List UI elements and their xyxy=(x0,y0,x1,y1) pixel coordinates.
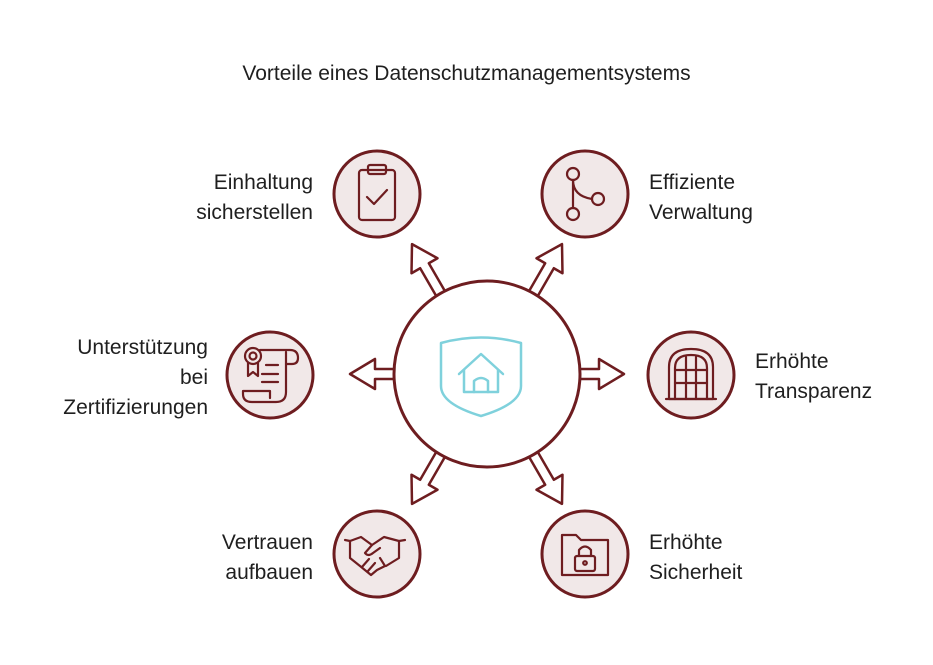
label-line: Erhöhte xyxy=(649,531,723,554)
label-transparency: Erhöhte Transparenz xyxy=(755,347,872,407)
arrow-down-left xyxy=(410,448,448,506)
certificate-scroll-icon xyxy=(241,346,300,404)
diagram-title: Vorteile eines Datenschutzmanagementsyst… xyxy=(242,62,691,85)
label-line: Transparenz xyxy=(755,380,873,403)
label-line: Effiziente xyxy=(649,171,735,194)
label-line: Erhöhte xyxy=(755,350,829,373)
label-line: Vertrauen xyxy=(221,531,313,554)
arrow-up-right xyxy=(526,242,564,300)
branch-icon xyxy=(565,166,606,222)
label-line: sicherstellen xyxy=(196,201,313,224)
arrow-down-right xyxy=(526,448,564,506)
compliance-circle xyxy=(332,149,422,239)
shield-home-icon xyxy=(439,336,523,418)
label-security: Erhöhte Sicherheit xyxy=(649,528,742,588)
center-circle xyxy=(392,279,582,469)
label-compliance: Einhaltung sicherstellen xyxy=(196,168,313,228)
label-line: Sicherheit xyxy=(649,561,743,584)
label-line: Einhaltung xyxy=(213,171,313,194)
window-icon xyxy=(664,347,718,401)
arrow-up-left xyxy=(410,242,448,300)
transparency-circle xyxy=(646,330,736,420)
label-efficiency: Effiziente Verwaltung xyxy=(649,168,753,228)
label-line: Verwaltung xyxy=(649,201,753,224)
label-line: aufbauen xyxy=(225,561,313,584)
folder-lock-icon xyxy=(560,533,610,577)
trust-circle xyxy=(332,509,422,599)
label-line: Unterstützung xyxy=(77,336,208,359)
label-line: bei xyxy=(179,366,208,389)
efficiency-circle xyxy=(540,149,630,239)
security-circle xyxy=(540,509,630,599)
clipboard-check-icon xyxy=(357,163,397,222)
handshake-icon xyxy=(343,535,407,577)
label-trust: Vertrauen aufbauen xyxy=(222,528,313,588)
label-certification: Unterstützung bei Zertifizierungen xyxy=(63,333,208,423)
label-line: Zertifizierungen xyxy=(63,396,208,419)
